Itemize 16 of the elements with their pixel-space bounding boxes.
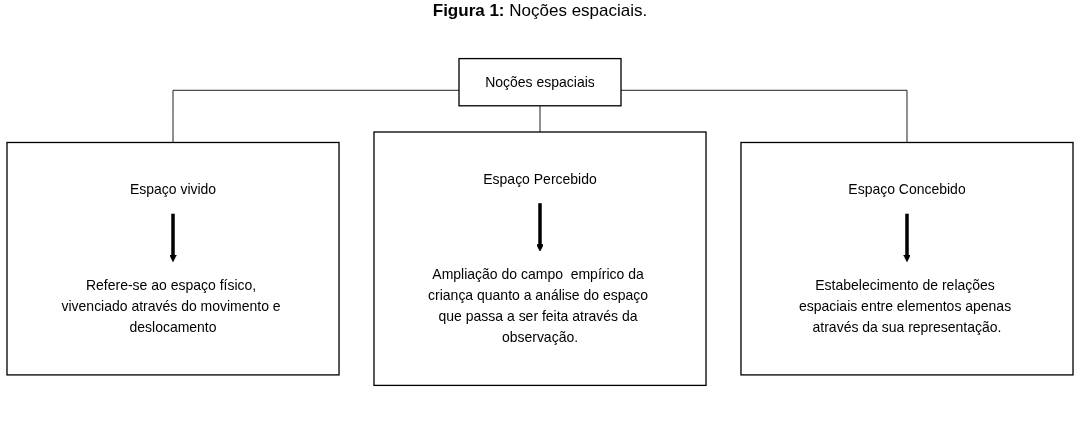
cluster bbox=[740, 141, 1074, 376]
node-text: Espaço vivido bbox=[129, 182, 217, 198]
node-text: Refere-se ao espaço físico, vivenciado através do movimento e deslocamento bbox=[61, 277, 281, 335]
node-text: Ampliação do campo empírico da criança quanto a análise do espaço que passa a ser feita através da observação. bbox=[428, 267, 649, 345]
connector bbox=[539, 105, 541, 133]
cluster bbox=[6, 141, 340, 376]
node-text: Espaço Concebido bbox=[848, 182, 966, 198]
node-text: Espaço Percebido bbox=[483, 171, 597, 187]
node-text: Estabelecimento de relações espaciais entre elementos apenas através da sua representação. bbox=[798, 277, 1012, 335]
figure-title: Figura 1: Noções espaciais. bbox=[431, 0, 649, 22]
arrow bbox=[903, 211, 911, 263]
cluster bbox=[373, 131, 707, 387]
arrow bbox=[536, 201, 544, 252]
arrow bbox=[169, 211, 177, 263]
connector bbox=[172, 89, 460, 143]
node-box: Noções espaciais bbox=[458, 57, 622, 107]
